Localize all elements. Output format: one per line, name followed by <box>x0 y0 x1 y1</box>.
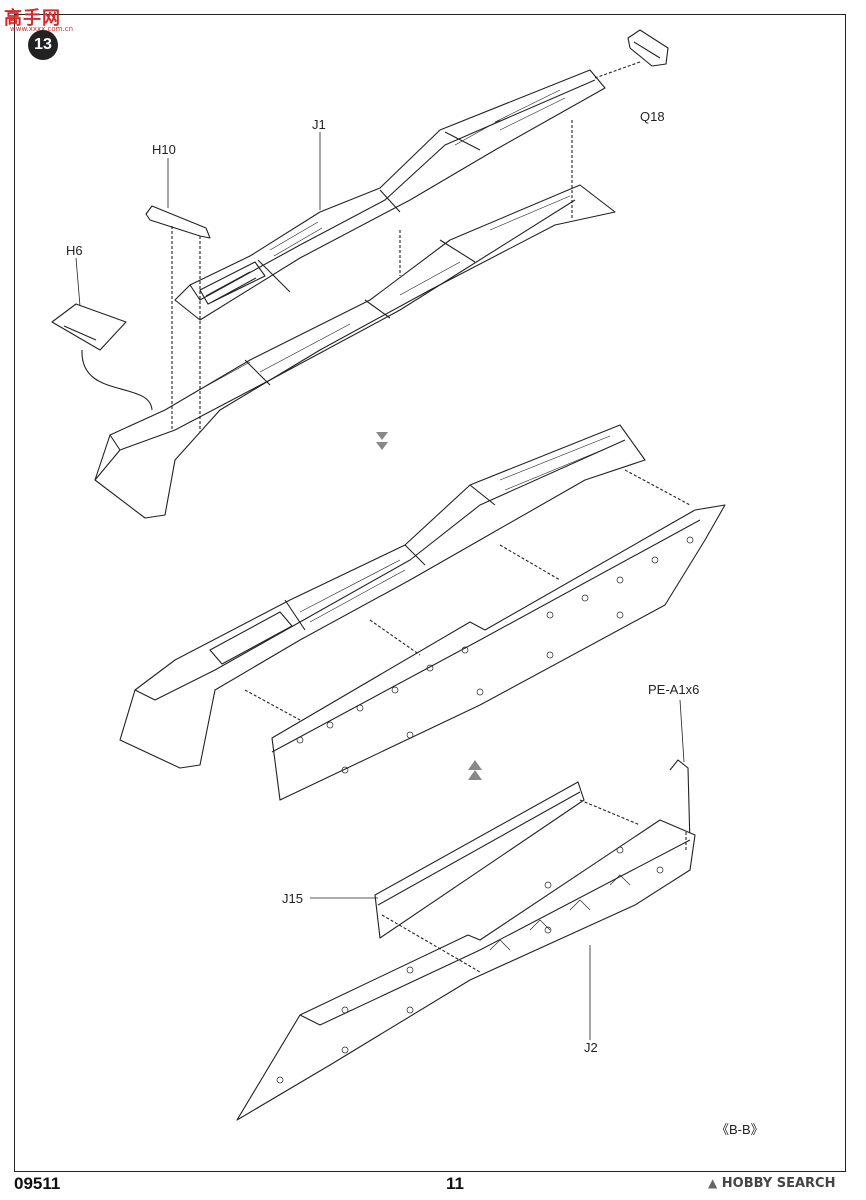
part-upper-hull <box>94 184 616 519</box>
double-down-arrow-icon <box>376 432 388 450</box>
label-h10: H10 <box>152 142 176 157</box>
assembly-guide-lines-top <box>171 120 573 432</box>
part-side-panel-upper <box>271 504 726 801</box>
model-code: 09511 <box>14 1174 61 1193</box>
hobbysearch-logo-icon: ▲ <box>708 1176 718 1190</box>
label-j2: J2 <box>584 1040 598 1055</box>
leader-h6 <box>81 349 153 411</box>
assembly-guide-lines-bottom <box>381 799 687 973</box>
label-h6: H6 <box>66 243 83 258</box>
label-q18: Q18 <box>640 109 665 124</box>
view-note: 《B-B》 <box>716 1122 764 1137</box>
part-j1-deck <box>174 69 606 321</box>
part-pe-a1 <box>669 759 691 846</box>
step-number-badge: 13 <box>28 30 58 60</box>
label-pe-a1x6: PE-A1x6 <box>648 682 700 697</box>
watermark-brand-text: HOBBY SEARCH <box>721 1176 836 1191</box>
part-h6 <box>51 303 127 351</box>
label-leader-lines <box>75 132 685 1040</box>
part-j2 <box>236 819 696 1121</box>
label-j1: J1 <box>312 117 326 132</box>
part-hull-assembled <box>119 424 646 769</box>
double-up-arrow-icon <box>468 760 482 780</box>
part-j15 <box>374 781 585 939</box>
part-q18 <box>627 29 669 67</box>
watermark-url: www.xxxx.com.cn <box>10 25 74 33</box>
leader-q18 <box>594 61 641 79</box>
watermark-brand: ▲ HOBBY SEARCH <box>708 1176 835 1191</box>
watermark-logo: 高手网 <box>4 8 61 29</box>
instruction-sheet-frame <box>14 14 846 1172</box>
part-h10 <box>145 205 211 239</box>
label-j15: J15 <box>282 891 303 906</box>
assembly-guide-lines-middle <box>244 469 691 721</box>
page-number: 11 <box>446 1174 464 1193</box>
